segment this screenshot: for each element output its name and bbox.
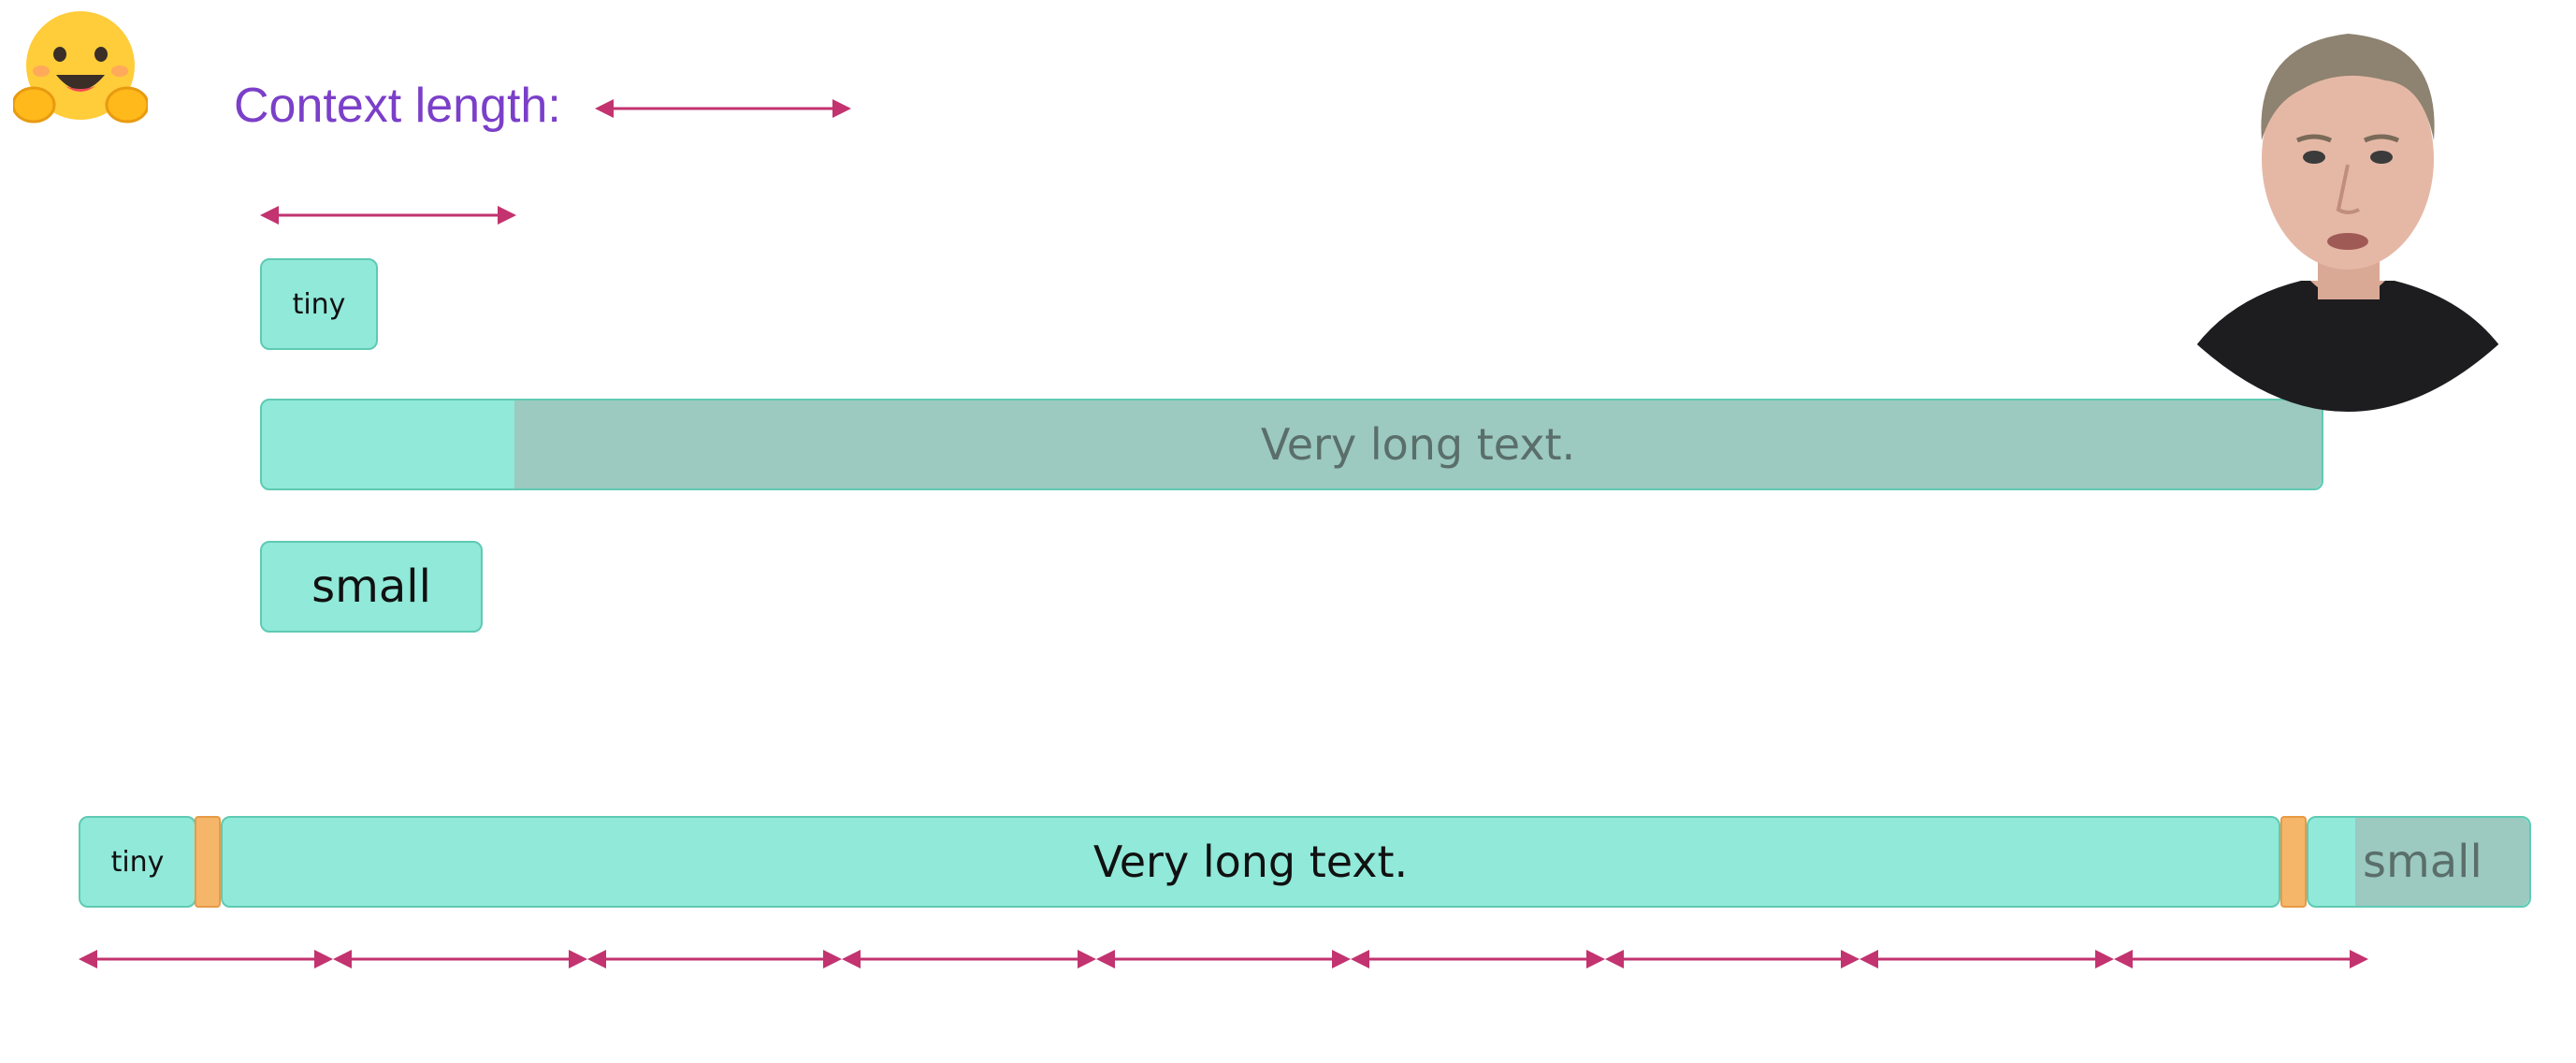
packed-very-long-label: Very long text. [1093,837,1409,887]
packed-tiny-label: tiny [110,845,165,879]
small-text-block: small [260,541,483,633]
context-window-arrow [260,206,516,225]
chunk-arrows [79,950,2368,968]
chunk-arrow-1 [79,950,333,968]
tiny-text-label: tiny [292,287,346,321]
very-long-text-label: Very long text. [1260,419,1576,470]
packed-small-label: small [2363,836,2482,888]
chunk-arrow-5 [1096,950,1351,968]
chunk-arrow-2 [333,950,587,968]
tiny-text-block: tiny [260,258,378,350]
hugging-face-logo [11,7,150,129]
chunk-arrow-3 [587,950,842,968]
packed-tiny-block: tiny [79,816,196,908]
hugging-face-emoji-icon [11,11,150,124]
packed-very-long-block: Very long text. [221,816,2280,908]
chunk-arrow-9 [2114,950,2368,968]
separator-token-1 [195,816,221,908]
chunk-arrow-6 [1351,950,1605,968]
presenter-video [2189,0,2507,421]
truncated-overflow-region: Very long text. [514,400,2322,488]
chunk-arrow-7 [1605,950,1860,968]
packed-small-truncated-region: small [2355,818,2529,906]
context-length-arrow [595,99,851,118]
chunk-arrow-8 [1860,950,2114,968]
separator-token-2 [2280,816,2307,908]
context-length-title: Context length: [234,79,561,133]
chunk-arrow-4 [842,950,1096,968]
small-text-label: small [311,561,431,613]
presenter-portrait-icon [2189,34,2507,412]
